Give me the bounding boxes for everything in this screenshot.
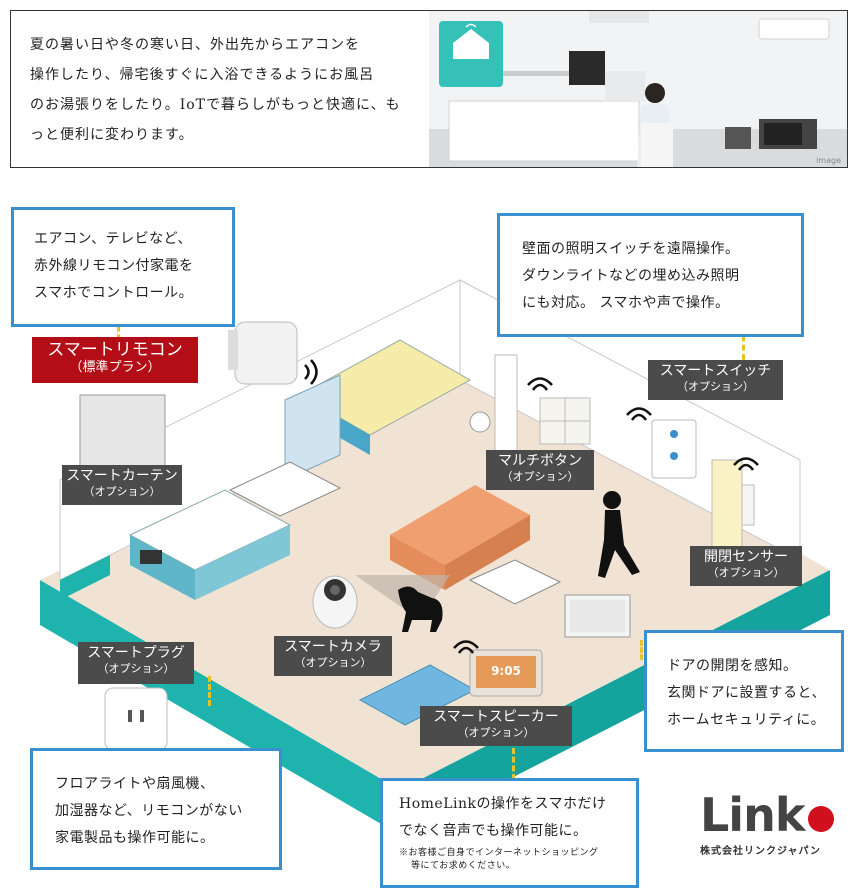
callout-door: ドアの開閉を感知。 玄関ドアに設置すると、 ホームセキュリティに。	[644, 630, 844, 752]
homelink-app-icon: Home Link	[439, 21, 503, 87]
intro-line: のお湯張りをしたり。IoTで暮らしがもっと快適に、も	[30, 97, 401, 113]
label-sub: （オプション）	[457, 726, 535, 739]
leader-line	[742, 326, 745, 360]
label-sub: （オプション）	[677, 380, 754, 393]
label-main: 開閉センサー	[704, 549, 788, 565]
callout-line: ホームセキュリティに。	[667, 712, 826, 728]
label-main: スマートプラグ	[87, 645, 185, 661]
label-smart-plug: スマートプラグ （オプション）	[78, 642, 194, 684]
label-sub: （オプション）	[707, 566, 785, 579]
bed	[298, 339, 472, 436]
callout-note-line: ※お客様ご自身でインターネットショッピング	[399, 848, 599, 858]
label-main: スマートカメラ	[284, 639, 382, 655]
callout-line: エアコン、テレビなど、	[34, 231, 192, 247]
dog-silhouette	[398, 586, 443, 632]
label-main: スマートリモコン	[47, 340, 183, 360]
leader-line	[208, 676, 211, 706]
callout-line: HomeLinkの操作をスマホだけ	[399, 796, 607, 812]
label-sub: （標準プラン）	[69, 360, 161, 375]
callout-line: ドアの開閉を感知。	[667, 658, 798, 674]
logo-dot	[808, 806, 834, 832]
label-sub: （オプション）	[501, 470, 579, 483]
callout-note-line: 等にてお求めください。	[411, 861, 516, 871]
leader-line	[512, 748, 515, 780]
label-smart-switch: スマートスイッチ （オプション）	[648, 360, 783, 400]
callout-line: 家電製品も操作可能に。	[55, 830, 215, 846]
kitchen-photo: Home Link image	[429, 11, 847, 167]
app-icon-label: Home	[460, 61, 482, 69]
label-multi-button: マルチボタン （オプション）	[486, 450, 594, 490]
sofa	[390, 485, 530, 565]
label-main: スマートスイッチ	[659, 363, 772, 379]
link-japan-logo: Link 株式会社リンクジャパン	[700, 788, 834, 857]
child-silhouette	[598, 491, 640, 578]
callout-line: 加湿器など、リモコンがない	[55, 803, 243, 819]
callout-switch: 壁面の照明スイッチを遠隔操作。 ダウンライトなどの埋め込み照明 にも対応。 スマ…	[497, 213, 804, 337]
label-smart-camera: スマートカメラ （オプション）	[274, 636, 392, 676]
house-icon	[453, 23, 489, 59]
intro-line: 夏の暑い日や冬の寒い日、外出先からエアコンを	[30, 37, 360, 53]
kitchen-scene	[429, 11, 847, 167]
smart-switch-device	[651, 419, 697, 479]
callout-line: にも対応。 スマホや声で操作。	[522, 295, 730, 311]
callout-line: でなく音声でも操作可能に。	[399, 823, 588, 839]
smart-camera	[312, 575, 358, 629]
callout-line: 玄関ドアに設置すると、	[667, 685, 826, 701]
logo-word: Link	[700, 788, 805, 842]
label-sub: （オプション）	[83, 485, 161, 498]
callout-line: フロアライトや扇風機、	[55, 776, 215, 792]
app-icon-label: Link	[463, 69, 479, 77]
multi-button-device	[539, 397, 591, 445]
speaker-screen-time: 9:05	[491, 664, 521, 678]
smart-remote-device	[228, 321, 298, 385]
logo-company-name: 株式会社リンクジャパン	[700, 846, 821, 857]
label-smart-speaker: スマートスピーカー （オプション）	[420, 706, 572, 746]
label-sub: （オプション）	[294, 656, 372, 669]
smart-plug-device	[104, 687, 168, 751]
door-sensor-device	[741, 484, 755, 526]
callout-speaker: HomeLinkの操作をスマホだけ でなく音声でも操作可能に。 ※お客様ご自身で…	[380, 778, 639, 888]
callout-note: ※お客様ご自身でインターネットショッピング 等にてお求めください。	[399, 847, 636, 873]
intro-banner	[10, 10, 848, 168]
label-main: マルチボタン	[498, 453, 582, 469]
smart-speaker-device	[469, 649, 543, 697]
callout-line: スマホでコントロール。	[34, 285, 194, 301]
callout-line: ダウンライトなどの埋め込み照明	[522, 268, 740, 284]
label-smart-remote: スマートリモコン （標準プラン）	[32, 337, 198, 383]
label-open-close-sensor: 開閉センサー （オプション）	[690, 546, 802, 586]
image-tag: image	[816, 156, 841, 165]
intro-line: 操作したり、帰宅後すぐに入浴できるようにお風呂	[30, 67, 375, 83]
label-main: スマートカーテン	[66, 468, 178, 484]
label-sub: （オプション）	[97, 662, 175, 675]
wifi-icon	[304, 359, 759, 654]
intro-line: っと便利に変わります。	[30, 127, 194, 143]
intro-text: 夏の暑い日や冬の寒い日、外出先からエアコンを 操作したり、帰宅後すぐに入浴できる…	[30, 30, 415, 150]
callout-line: 壁面の照明スイッチを遠隔操作。	[522, 241, 740, 257]
label-smart-curtain: スマートカーテン （オプション）	[62, 465, 182, 505]
leader-line	[640, 640, 643, 660]
callout-plug: フロアライトや扇風機、 加湿器など、リモコンがない 家電製品も操作可能に。	[30, 748, 282, 870]
callout-line: 赤外線リモコン付家電を	[34, 258, 194, 274]
label-main: スマートスピーカー	[433, 709, 559, 725]
leader-line	[117, 326, 120, 340]
callout-remote: エアコン、テレビなど、 赤外線リモコン付家電を スマホでコントロール。	[11, 207, 235, 327]
